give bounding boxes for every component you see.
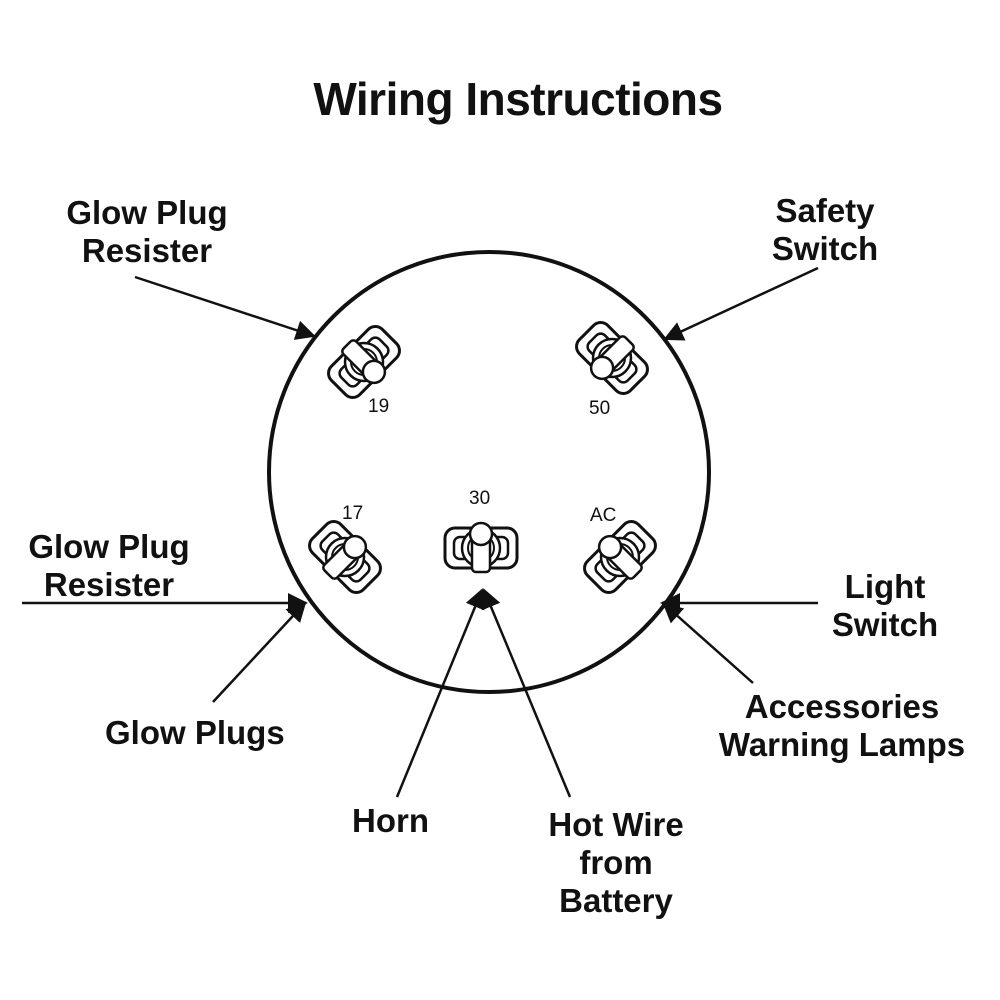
terminal-30-connector (443, 521, 519, 574)
diagram-title: Wiring Instructions (313, 73, 723, 125)
terminal-19-connector (320, 318, 409, 407)
terminal-ac-label: AC (590, 505, 617, 526)
arrow-safety-switch (663, 266, 819, 341)
label-light-switch: Light Switch (831, 568, 939, 643)
terminal-50-connector (567, 314, 656, 403)
label-accessories-warning-lamps: Accessories Warning Lamps (718, 688, 966, 763)
arrow-glow-plugs (212, 601, 307, 703)
label-horn: Horn (352, 802, 429, 839)
terminal-17-connector (301, 512, 390, 601)
label-safety-switch: Safety Switch (771, 192, 879, 267)
label-glow-plug-resister-left: Glow Plug Resister (28, 528, 190, 603)
terminal-30-label: 30 (469, 488, 491, 509)
arrow-horn (395, 588, 485, 798)
arrow-hot-wire (481, 588, 572, 798)
terminal-17-label: 17 (342, 503, 364, 524)
terminal-19-label: 19 (368, 396, 390, 417)
arrow-glow-plug-resister-top (134, 275, 316, 340)
terminal-50-label: 50 (589, 398, 611, 419)
switch-body-circle (267, 250, 711, 694)
arrow-accessories (662, 602, 754, 684)
label-glow-plug-resister-top: Glow Plug Resister (66, 194, 228, 269)
label-glow-plugs: Glow Plugs (105, 714, 285, 751)
label-hot-wire-from-battery: Hot Wire from Battery (548, 806, 684, 919)
